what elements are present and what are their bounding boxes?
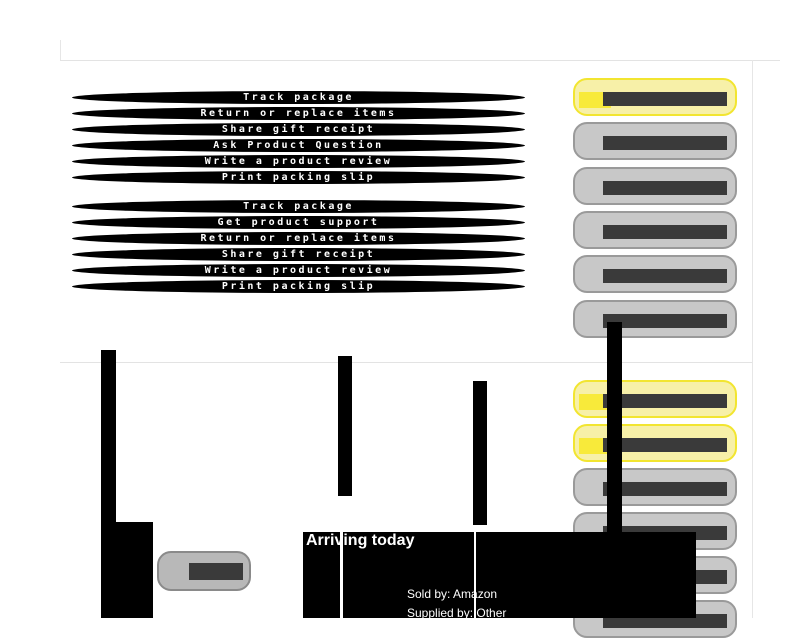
write-review-button[interactable]: Write a product review	[72, 155, 525, 168]
get-product-support-button[interactable]: Get product support	[72, 216, 525, 229]
secondary-action-button[interactable]	[573, 211, 737, 249]
secondary-action-button[interactable]	[573, 167, 737, 205]
button-label-redacted	[603, 269, 727, 283]
button-label-redacted	[603, 181, 727, 195]
button-label-redacted	[603, 92, 727, 106]
glitch-bar	[474, 532, 476, 618]
button-label-redacted	[603, 438, 727, 452]
card-border	[60, 40, 61, 60]
delivery-info-panel: Arriving today Sold by: Amazon Supplied …	[303, 532, 696, 620]
return-replace-button[interactable]: Return or replace items	[72, 107, 525, 120]
return-replace-button[interactable]: Return or replace items	[72, 232, 525, 245]
primary-action-button[interactable]	[573, 380, 737, 418]
button-label-redacted	[603, 136, 727, 150]
ask-product-question-button[interactable]: Ask Product Question	[72, 139, 525, 152]
secondary-action-button[interactable]	[573, 122, 737, 160]
section-divider	[60, 362, 752, 363]
section-divider	[60, 60, 780, 61]
print-packing-slip-button[interactable]: Print packing slip	[72, 171, 525, 184]
secondary-action-button[interactable]	[573, 300, 737, 338]
share-gift-receipt-button[interactable]: Share gift receipt	[72, 248, 525, 261]
track-package-button[interactable]: Track package	[72, 91, 525, 104]
share-gift-receipt-button[interactable]: Share gift receipt	[72, 123, 525, 136]
button-label-redacted	[603, 482, 727, 496]
glitch-bar	[607, 322, 622, 618]
button-label-redacted	[603, 225, 727, 239]
glitch-bar	[101, 350, 116, 618]
card-border	[752, 60, 753, 618]
glitch-bar	[116, 522, 153, 618]
glitch-bar	[340, 532, 343, 618]
delivery-status-title: Arriving today	[306, 532, 415, 549]
glitch-bar	[473, 381, 487, 525]
primary-action-button[interactable]	[573, 78, 737, 116]
secondary-action-button[interactable]	[573, 255, 737, 293]
secondary-action-button[interactable]	[573, 468, 737, 506]
supplied-by-text: Supplied by: Other	[407, 606, 507, 620]
primary-action-button[interactable]	[573, 424, 737, 462]
sold-by-text: Sold by: Amazon	[407, 587, 498, 601]
button-label-redacted	[189, 563, 243, 580]
button-label-redacted	[603, 314, 727, 328]
write-review-button[interactable]: Write a product review	[72, 264, 525, 277]
print-packing-slip-button[interactable]: Print packing slip	[72, 280, 525, 293]
glitch-bar	[338, 356, 352, 496]
track-package-button[interactable]: Track package	[72, 200, 525, 213]
button-label-redacted	[603, 394, 727, 408]
item-action-button[interactable]	[157, 551, 251, 591]
